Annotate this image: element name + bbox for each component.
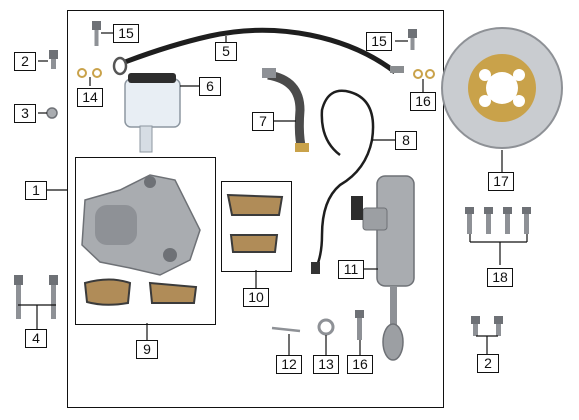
callout-3: 3: [14, 104, 36, 123]
bolt-bottom-right: [471, 316, 503, 336]
callout-13: 13: [313, 355, 339, 374]
cotter-pin: [271, 326, 301, 333]
reservoir-hose: [267, 70, 307, 152]
bolt-top-left: [49, 50, 58, 69]
callout-2-top: 2: [14, 52, 36, 71]
caliper-pad-left: [83, 278, 132, 306]
callout-1: 1: [25, 181, 47, 200]
hose-banjo-left: [112, 56, 128, 76]
callout-17: 17: [488, 172, 514, 191]
callout-14: 14: [77, 88, 103, 107]
callout-8: 8: [395, 131, 417, 150]
callout-18: 18: [487, 268, 513, 287]
callout-2-bottom: 2: [477, 354, 499, 373]
master-cylinder: [351, 175, 415, 361]
copper-washer-right: [413, 69, 435, 79]
rotor-bolts: [465, 207, 531, 234]
washer: [317, 318, 335, 336]
caliper-bolt-right: [49, 275, 58, 319]
banjo-bolt-left: [92, 21, 101, 46]
nut: [46, 107, 58, 119]
pin-bolt: [355, 310, 364, 340]
caliper-pad-right: [148, 281, 198, 304]
brake-caliper: [81, 174, 201, 276]
fluid-reservoir: [124, 73, 181, 153]
callout-16-bottom: 16: [347, 355, 373, 374]
banjo-bolt-right: [408, 29, 417, 50]
callout-11: 11: [338, 260, 364, 279]
pad-bottom: [229, 234, 279, 253]
pad-top: [226, 193, 284, 216]
leader-lines: [18, 32, 528, 355]
callout-5: 5: [215, 42, 237, 61]
callout-12: 12: [276, 355, 302, 374]
callout-16-top: 16: [410, 92, 436, 111]
callout-15-right: 15: [366, 32, 392, 51]
hose-end-right: [390, 66, 404, 73]
callout-7: 7: [252, 112, 274, 131]
callout-4: 4: [25, 329, 47, 348]
callout-10: 10: [243, 288, 269, 307]
callout-15-left: 15: [113, 24, 139, 43]
brake-switch-cable: [314, 89, 375, 269]
brake-hose: [124, 27, 397, 74]
caliper-group-frame: [75, 157, 216, 325]
copper-washer-left: [77, 68, 102, 78]
kit-frame: [67, 10, 444, 408]
callout-9: 9: [136, 340, 158, 359]
caliper-bolt-left: [14, 275, 23, 319]
brake-rotor: [441, 27, 563, 149]
callout-6: 6: [199, 77, 221, 96]
